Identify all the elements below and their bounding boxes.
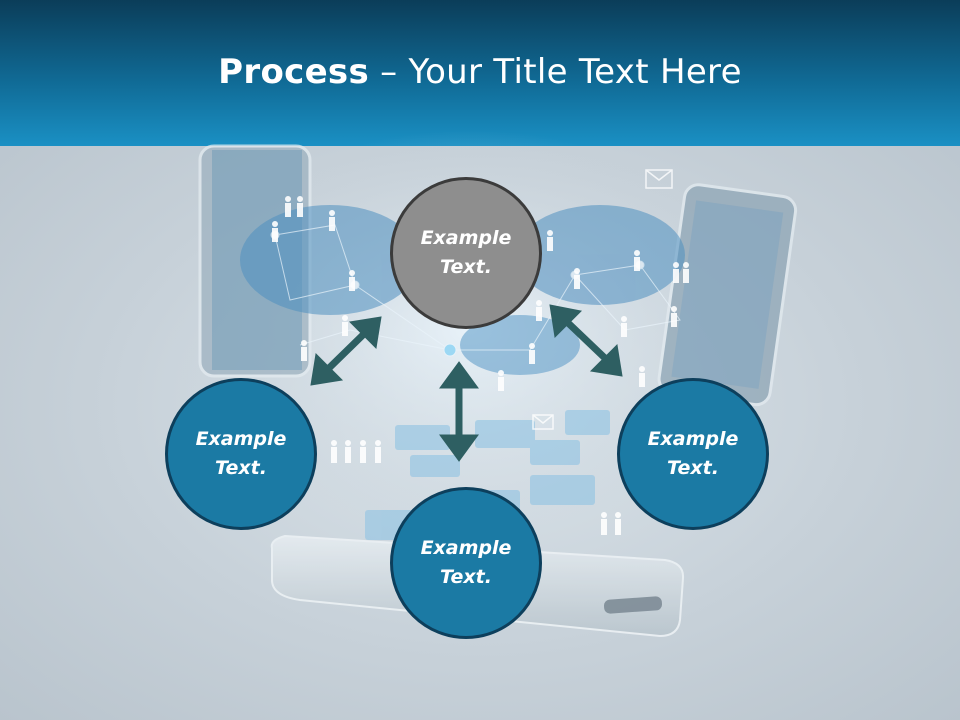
arrow-top-left [310, 316, 382, 386]
process-node-top: Example Text. [390, 177, 542, 329]
slide-title: Process – Your Title Text Here [0, 52, 960, 92]
node-top-label: Example Text. [420, 227, 512, 278]
mail-icon [532, 169, 673, 430]
node-right-label: Example Text. [647, 428, 739, 479]
title-bold-part: Process [218, 52, 370, 92]
people-icon [272, 196, 689, 535]
arrow-vertical [439, 361, 479, 462]
title-bar: Process – Your Title Text Here [0, 0, 960, 146]
process-node-left: Example Text. [165, 378, 317, 530]
process-node-bottom: Example Text. [390, 487, 542, 639]
node-bottom-label: Example Text. [420, 537, 512, 588]
arrow-top-right [549, 304, 623, 377]
title-rest-part: – Your Title Text Here [369, 52, 742, 92]
smartphone-right-icon [657, 183, 798, 407]
node-left-label: Example Text. [195, 428, 287, 479]
world-map-icon [240, 205, 685, 375]
process-node-right: Example Text. [617, 378, 769, 530]
